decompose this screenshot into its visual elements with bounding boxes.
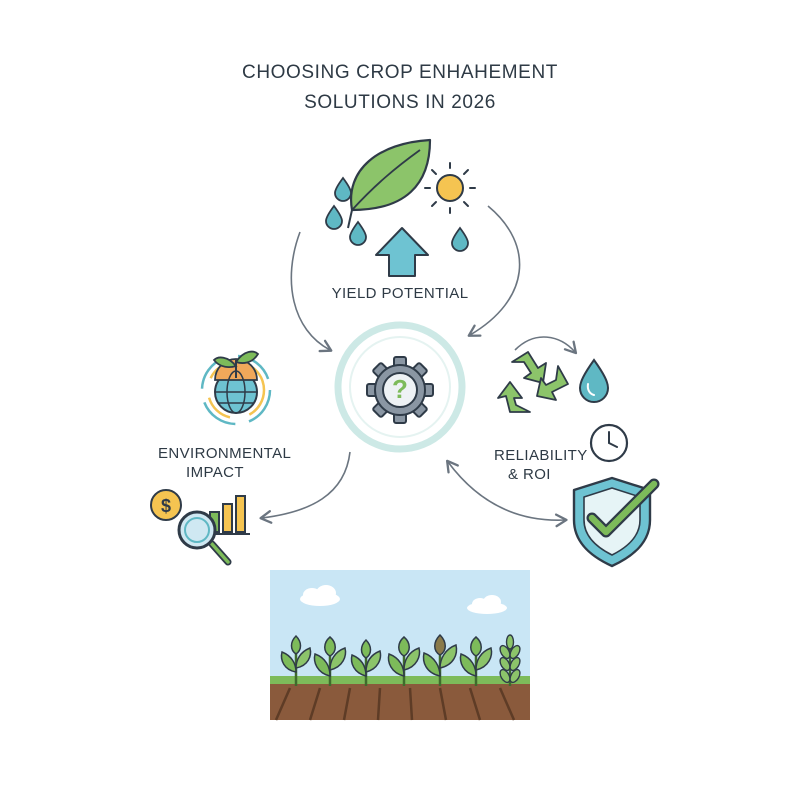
title-line-1: CHOOSING CROP ENHAHEMENT [242,62,558,83]
sprout-globe-icon [200,350,272,426]
water-drop-icon [325,176,469,252]
seedling-icon [313,636,347,686]
arrow-yield-to-center [290,231,333,353]
environmental-impact-label: ENVIRONMENTAL IMPACT [158,444,318,482]
clock-icon [589,423,629,463]
yield-potential-label: YIELD POTENTIAL [331,285,469,302]
reliability-cluster [497,351,660,568]
arrow-recycle-loop [514,336,578,355]
environmental-impact-line-2: IMPACT [186,464,244,481]
environment-cluster: $ [150,350,272,566]
reliability-roi-line-2: & ROI [508,466,551,483]
crop-row [280,633,521,686]
dollar-coin-icon: $ [150,489,182,521]
arrow-center-reliability [445,459,568,528]
cloud-icon [300,585,507,614]
svg-text:$: $ [161,496,171,516]
wheat-icon [499,634,521,686]
gear-question-icon [366,356,434,424]
reliability-roi-label: RELIABILITY & ROI [494,446,604,484]
seedling-icon [280,634,312,686]
page-title: CHOOSING CROP ENHAHEMENT SOLUTIONS IN 20… [0,58,800,118]
seedling-icon [350,638,382,686]
shield-check-icon [572,476,660,568]
recycle-icon [497,351,569,413]
center-question-mark: ? [392,374,408,404]
reliability-roi-line-1: RELIABILITY [494,447,588,464]
arrow-sun-to-center [467,205,521,337]
yield-cluster [325,138,476,277]
seedling-icon [387,636,421,686]
leaf-icon [347,138,432,229]
seedling-icon [459,636,493,686]
sun-icon [424,162,476,214]
title-line-2: SOLUTIONS IN 2026 [304,92,496,113]
environmental-impact-line-1: ENVIRONMENTAL [158,445,292,462]
field-illustration [270,570,530,721]
center-hub [334,321,466,453]
water-drop-icon [578,358,610,403]
seedling-icon [422,633,458,686]
magnifier-icon [177,510,232,566]
up-arrow-icon [375,227,429,277]
arrow-center-to-environment [259,451,351,524]
